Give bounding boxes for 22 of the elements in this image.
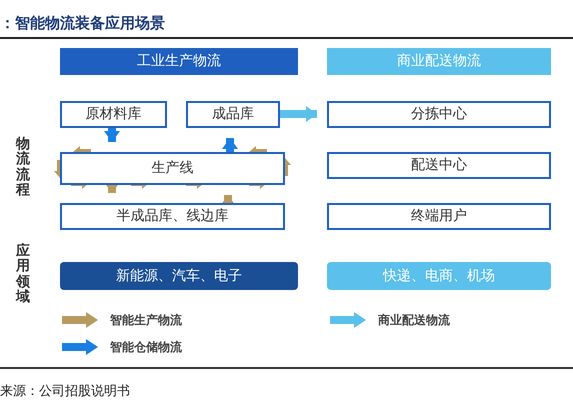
block-arrow <box>280 106 317 122</box>
process-box: 成品库 <box>186 101 280 128</box>
legend-text: 商业配送物流 <box>378 312 450 329</box>
vertical-label: 应用领域 <box>16 244 30 306</box>
vertical-label: 物流流程 <box>16 137 30 199</box>
legend-text: 智能生产物流 <box>110 312 182 329</box>
source-note: 来源：公司招股说明书 <box>0 383 130 401</box>
header-bar: 工业生产物流 <box>60 48 298 75</box>
block-arrow <box>222 138 238 152</box>
block-arrow <box>104 128 120 142</box>
process-box: 生产线 <box>60 152 285 185</box>
application-bar: 新能源、汽车、电子 <box>60 262 298 290</box>
legend-text: 智能仓储物流 <box>110 339 182 356</box>
process-box: 分拣中心 <box>327 101 551 128</box>
application-bar: 快递、电商、机场 <box>327 262 551 290</box>
process-box: 配送中心 <box>327 152 551 179</box>
process-box: 终端用户 <box>327 203 551 230</box>
diagram-title: ：智能物流装备应用场景 <box>0 13 165 34</box>
process-box: 半成品库、线边库 <box>60 203 285 230</box>
header-bar: 商业配送物流 <box>327 48 551 75</box>
block-arrow <box>220 195 236 206</box>
process-box: 原材料库 <box>60 101 167 128</box>
